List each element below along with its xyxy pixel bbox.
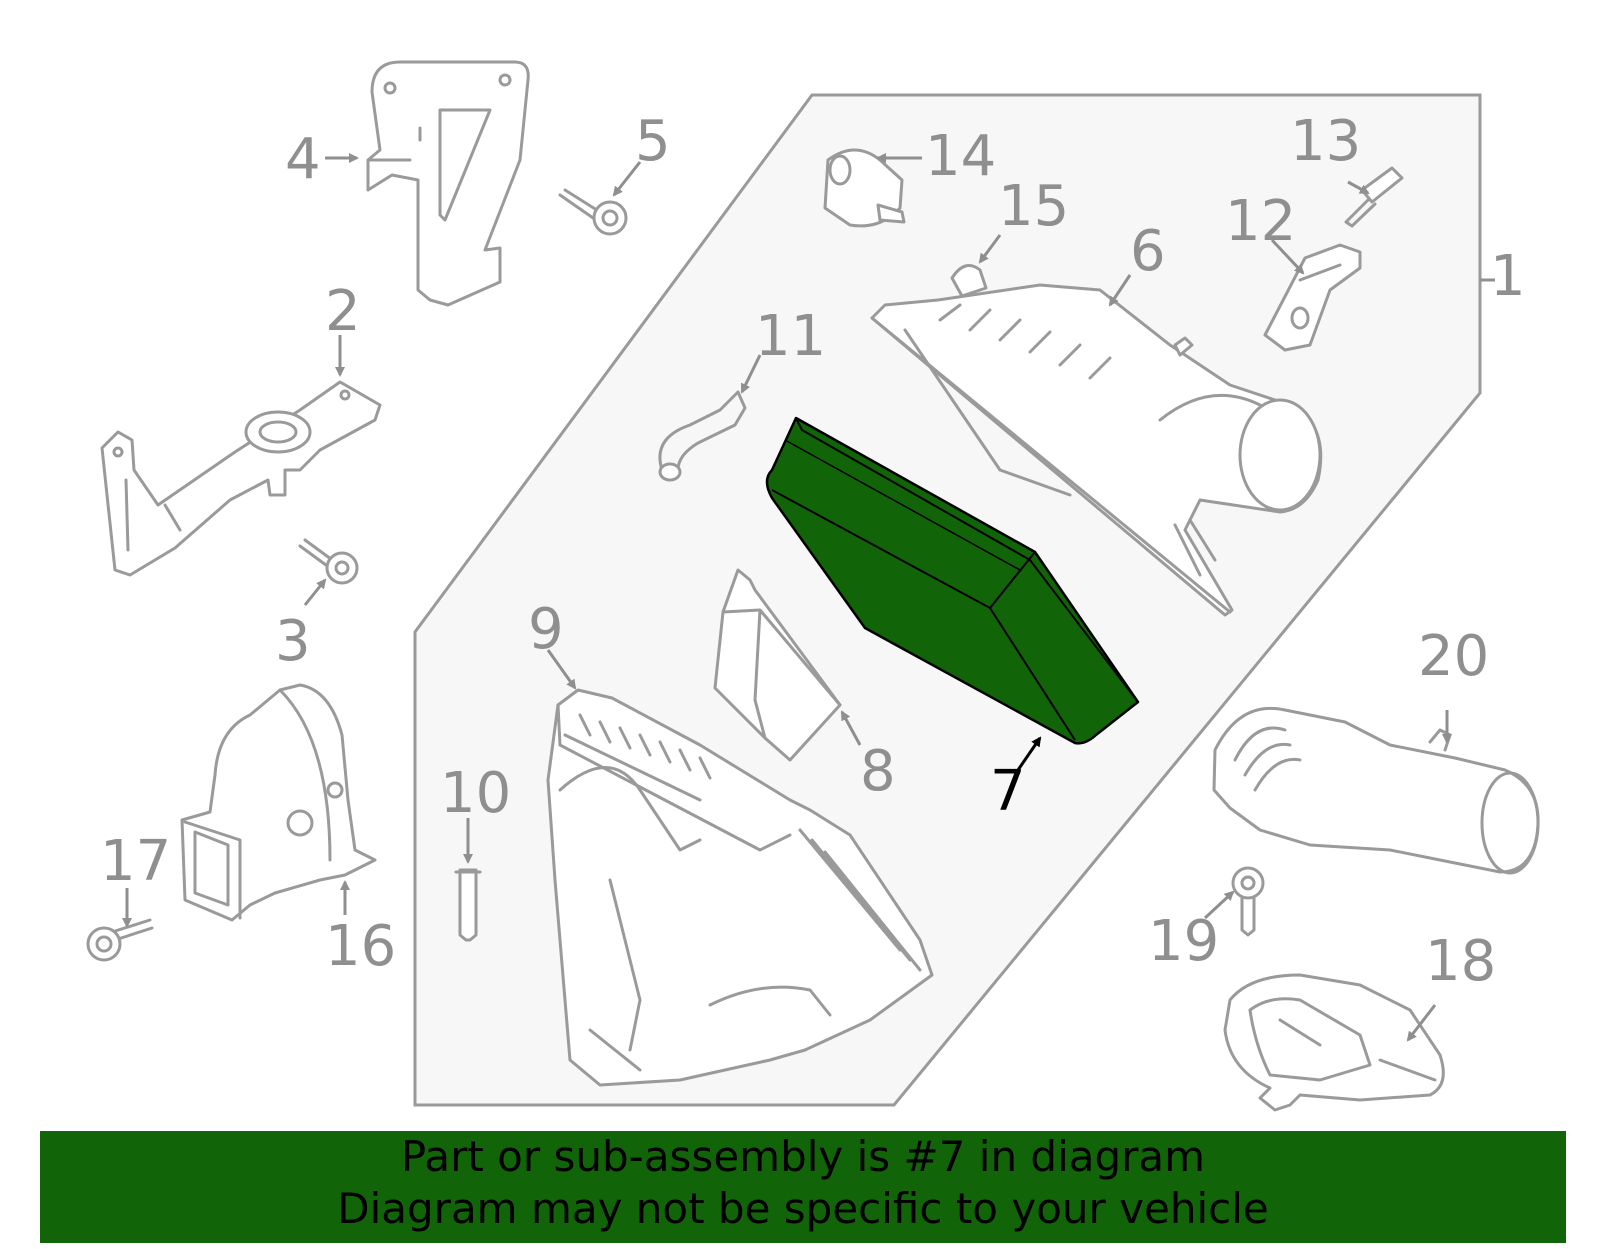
part-12-sensor[interactable]: [1263, 243, 1362, 352]
footer-line-1: Part or sub-assembly is #7 in diagram: [400, 1132, 1206, 1181]
footer-banner: Part or sub-assembly is #7 in diagram Di…: [40, 1131, 1566, 1243]
part-7-air-filter[interactable]: [765, 416, 1140, 745]
callout-19: 19: [1148, 909, 1219, 974]
callout-6: 6: [1130, 219, 1166, 284]
callout-17: 17: [100, 829, 171, 894]
callout-5: 5: [635, 109, 671, 174]
callout-13: 13: [1290, 109, 1361, 174]
callout-1: 1: [1490, 244, 1526, 309]
part-5-bolt[interactable]: [558, 188, 628, 236]
callout-16: 16: [325, 914, 396, 979]
callout-18: 18: [1425, 929, 1496, 994]
callout-7[interactable]: 7: [990, 759, 1026, 824]
callout-10: 10: [440, 761, 511, 826]
callout-3: 3: [275, 609, 311, 674]
part-15-plug[interactable]: [950, 264, 988, 298]
part-10-stud[interactable]: [454, 868, 482, 942]
callout-4: 4: [285, 127, 321, 192]
callout-12: 12: [1225, 189, 1296, 254]
part-8-prefilter[interactable]: [713, 568, 842, 762]
part-9-lower-housing[interactable]: [546, 688, 934, 1087]
part-2-bracket[interactable]: [100, 380, 382, 577]
part-18-duct[interactable]: [1223, 973, 1445, 1112]
callout-14: 14: [925, 124, 996, 189]
callout-2: 2: [325, 279, 361, 344]
callout-8: 8: [860, 739, 896, 804]
part-6-upper-housing[interactable]: [870, 283, 1323, 617]
part-13-screw[interactable]: [1344, 166, 1404, 228]
part-20-intake-tube[interactable]: [1212, 706, 1540, 875]
part-16-air-duct[interactable]: [180, 683, 377, 922]
part-4-bracket[interactable]: [366, 60, 530, 307]
footer-line-2: Diagram may not be specific to your vehi…: [337, 1184, 1269, 1233]
part-14-grommet[interactable]: [823, 148, 906, 228]
part-3-bolt[interactable]: [298, 538, 359, 585]
part-11-hose[interactable]: [658, 390, 747, 482]
callout-15: 15: [998, 174, 1069, 239]
callout-20: 20: [1418, 624, 1489, 689]
callout-11: 11: [755, 304, 826, 369]
part-17-bolt[interactable]: [86, 918, 154, 962]
part-19-bolt[interactable]: [1231, 866, 1265, 937]
callout-9: 9: [528, 597, 564, 662]
